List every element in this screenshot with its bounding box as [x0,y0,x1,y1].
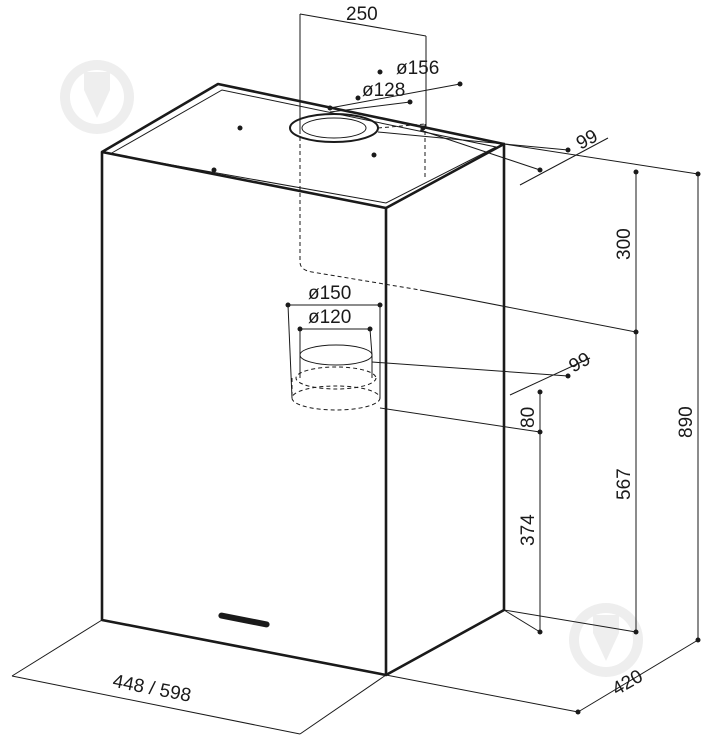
dim-side-depth-offset: 99 [566,349,595,377]
top-outlet [289,113,379,143]
dim-side-outlet-height: 80 [518,407,539,428]
dim-total-height: 890 [676,406,697,438]
dim-top-outlet-inner-diameter: ø128 [362,80,405,101]
watermark-logo-top-left [60,60,134,134]
control-panel-buttons [218,612,270,628]
dim-body-height: 567 [614,468,635,500]
hidden-chimney-outline [299,123,426,291]
watermark-logo-bottom-right [569,603,643,677]
dim-top-outlet-outer-diameter: ø156 [396,58,439,79]
side-outlet [291,344,381,411]
dimension-lines [11,13,701,735]
dim-side-outlet-outer-diameter: ø150 [308,283,351,304]
dim-side-outlet-inner-diameter: ø120 [308,307,351,328]
dim-top-depth-offset: 99 [573,126,602,154]
dim-top-outlet-offset: 250 [346,4,378,25]
dim-chimney-height: 300 [614,228,635,260]
hood-body [100,82,506,677]
dim-outlet-to-bottom: 374 [518,514,539,546]
dim-width: 448 / 598 [111,671,193,707]
